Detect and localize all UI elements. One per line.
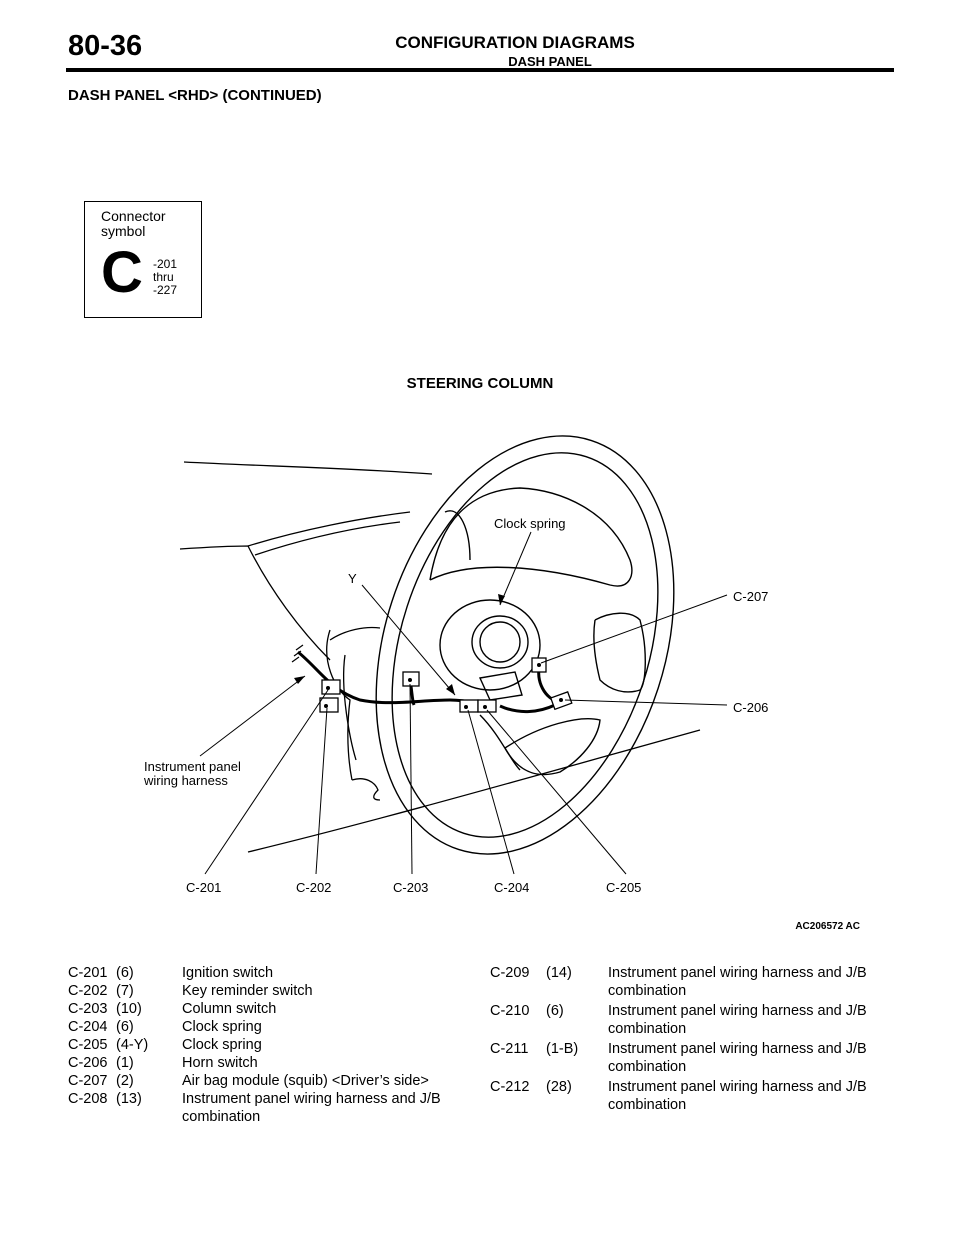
connector-code: C-203 (68, 1001, 108, 1017)
label-c206: C-206 (733, 700, 768, 715)
header-subtitle: DASH PANEL (508, 54, 592, 69)
connector-pins: (1) (116, 1055, 134, 1071)
connector-code: C-211 (490, 1041, 529, 1057)
table-row: C-211 (1-B) Instrument panel wiring harn… (490, 1040, 898, 1076)
header-rule (66, 68, 894, 72)
diagram-title: STEERING COLUMN (406, 375, 554, 392)
connector-desc: Clock spring (182, 1019, 262, 1035)
dash-outline (179, 461, 701, 853)
connector-pins: (14) (546, 965, 572, 981)
connector-desc: Instrument panel wiring harness and J/B … (608, 1079, 867, 1113)
page-number: 80-36 (68, 30, 143, 62)
connector-code: C-210 (490, 1003, 530, 1019)
connector-pins: (4-Y) (116, 1037, 149, 1053)
connector-code: C-206 (68, 1055, 108, 1071)
connector-desc: Instrument panel wiring harness and J/B … (182, 1091, 441, 1125)
table-row: C-204 (6) Clock spring (68, 1018, 472, 1036)
connector-table-right: C-209 (14) Instrument panel wiring harne… (490, 964, 898, 1114)
figure-id: AC206572 AC (795, 921, 860, 932)
table-row: C-212 (28) Instrument panel wiring harne… (490, 1078, 898, 1114)
table-row: C-209 (14) Instrument panel wiring harne… (490, 964, 898, 1000)
connector-code: C-212 (490, 1079, 530, 1095)
table-row: C-206 (1) Horn switch (68, 1054, 472, 1072)
connector-symbol-label: Connector symbol (101, 208, 166, 239)
connector-pins: (1-B) (546, 1041, 579, 1057)
table-row: C-210 (6) Instrument panel wiring harnes… (490, 1002, 898, 1038)
leader-lines (199, 531, 728, 875)
connector-pins: (6) (546, 1003, 564, 1019)
label-c202: C-202 (296, 880, 331, 895)
label-c204: C-204 (494, 880, 529, 895)
table-row: C-203 (10) Column switch (68, 1000, 472, 1018)
label-c207: C-207 (733, 589, 768, 604)
connector-desc: Column switch (182, 1001, 277, 1017)
connector-desc: Instrument panel wiring harness and J/B … (608, 965, 867, 999)
label-clock-spring: Clock spring (494, 516, 566, 531)
harness-cut-marks (291, 644, 304, 663)
connector-code: C-209 (490, 965, 530, 981)
connector-pins: (6) (116, 965, 134, 981)
label-c201: C-201 (186, 880, 221, 895)
section-title: DASH PANEL <RHD> (CONTINUED) (68, 87, 322, 104)
header-title: CONFIGURATION DIAGRAMS (395, 33, 635, 52)
connector-pins: (10) (116, 1001, 142, 1017)
table-row: C-207 (2) Air bag module (squib) <Driver… (68, 1072, 472, 1090)
connector-desc: Clock spring (182, 1037, 262, 1053)
table-row: C-208 (13) Instrument panel wiring harne… (68, 1090, 472, 1126)
label-harness-line1: Instrument panel (144, 759, 241, 774)
connector-code: C-201 (68, 965, 108, 981)
connector-code: C-204 (68, 1019, 108, 1035)
connector-desc: Instrument panel wiring harness and J/B … (608, 1003, 867, 1037)
label-harness-line2: wiring harness (143, 773, 228, 788)
connector-desc: Horn switch (182, 1055, 258, 1071)
label-c205: C-205 (606, 880, 641, 895)
connector-desc: Ignition switch (182, 965, 274, 981)
table-row: C-201 (6) Ignition switch (68, 964, 472, 982)
connector-desc: Instrument panel wiring harness and J/B … (608, 1041, 867, 1075)
connector-pins: (28) (546, 1079, 572, 1095)
connector-pins: (2) (116, 1073, 134, 1089)
connector-pins: (13) (116, 1091, 142, 1107)
connector-pins: (7) (116, 983, 134, 999)
table-row: C-205 (4-Y) Clock spring (68, 1036, 472, 1054)
connector-code: C-207 (68, 1073, 108, 1089)
connector-code: C-208 (68, 1091, 108, 1107)
connector-desc: Air bag module (squib) <Driver’s side> (182, 1073, 429, 1089)
connector-code: C-202 (68, 983, 108, 999)
connector-code: C-205 (68, 1037, 108, 1053)
connector-symbol-letter: C (101, 240, 143, 305)
connector-table-left: C-201 (6) Ignition switch C-202 (7) Key … (68, 964, 472, 1126)
connector-symbol-box: Connector symbol C -201 thru -227 (84, 201, 202, 318)
steering-wheel (375, 435, 675, 855)
clock-spring (439, 599, 541, 701)
connector-symbol-range: -201 thru -227 (153, 257, 178, 297)
label-c203: C-203 (393, 880, 428, 895)
connector-desc: Key reminder switch (182, 983, 313, 999)
connector-dots (324, 663, 563, 709)
arrow-heads (294, 594, 505, 695)
connector-pins: (6) (116, 1019, 134, 1035)
table-row: C-202 (7) Key reminder switch (68, 982, 472, 1000)
label-y: Y (348, 571, 357, 586)
